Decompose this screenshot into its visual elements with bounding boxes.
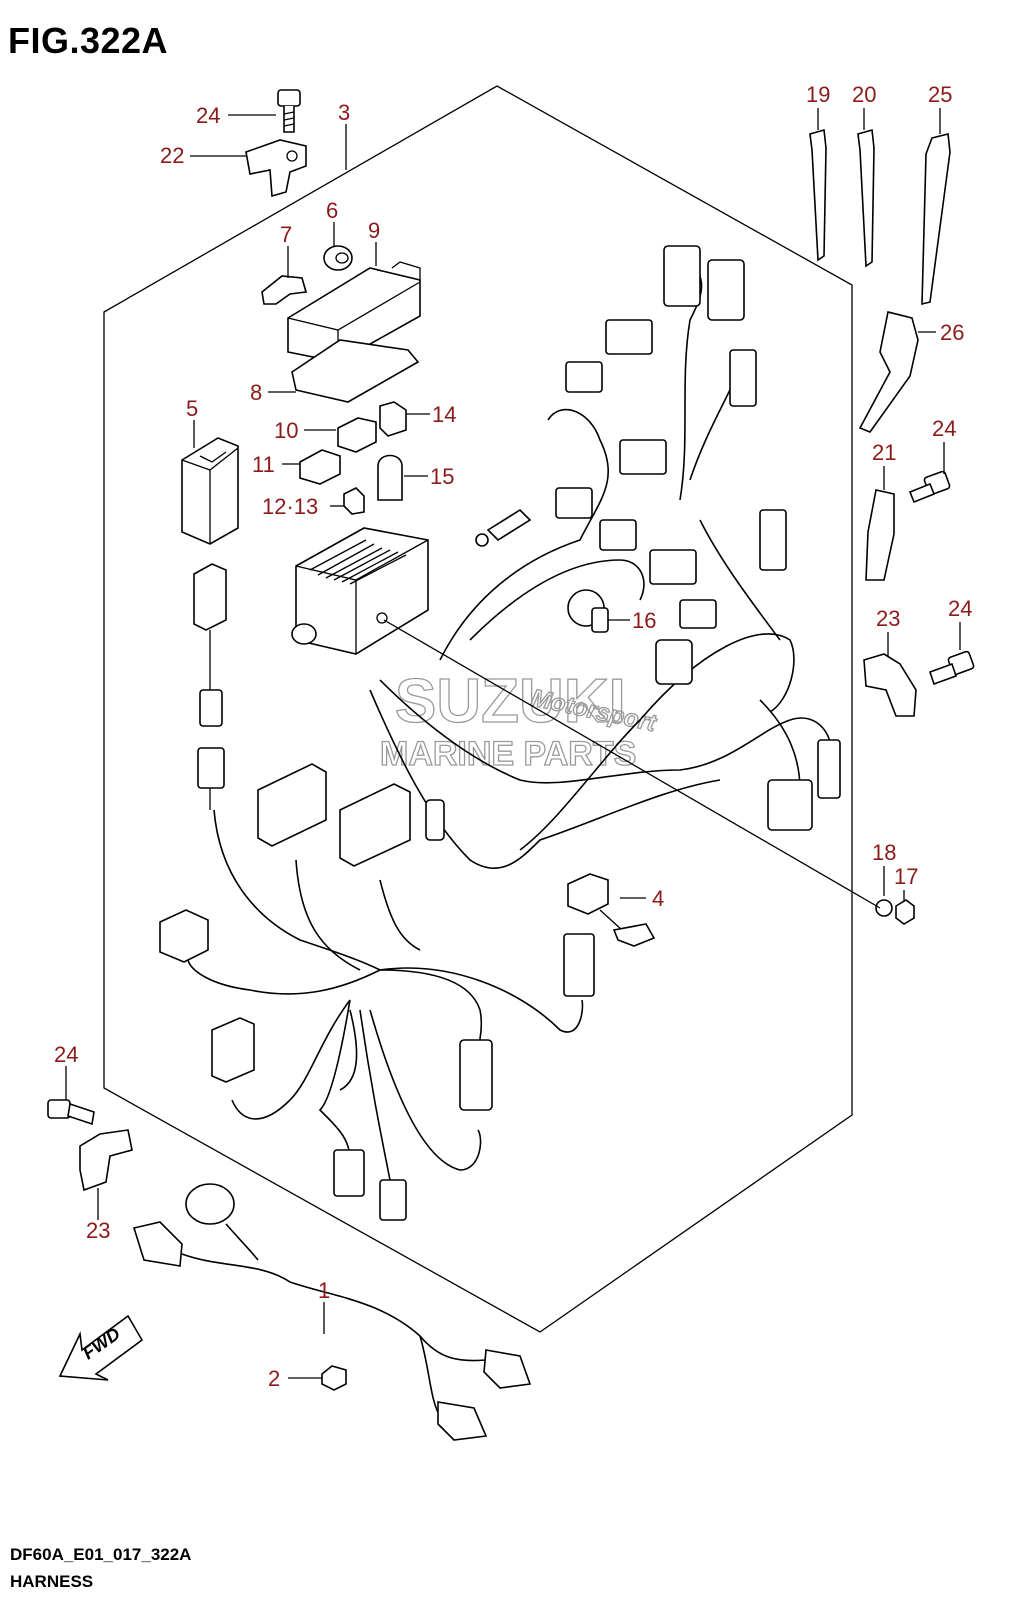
bracket-22 [865,489,895,581]
callout-16: 16 [632,608,656,633]
callout-19: 19 [806,82,830,107]
callout-4: 4 [652,886,664,911]
callout-20: 20 [852,82,876,107]
callout-24-r2: 24 [948,596,972,621]
callout-labels: 3 24 22 6 7 9 8 5 10 11 12·13 14 15 16 4… [54,82,972,1391]
relay-holder-5 [181,437,239,545]
callout-24-r1: 24 [932,416,956,441]
callout-5: 5 [186,396,198,421]
bolt-24-right-upper [908,470,951,504]
watermark: SUZUKI MARINE PARTS Motorsport [379,666,660,773]
figure-title: FIG.322A [8,20,169,61]
nut-2 [321,1365,347,1391]
callout-24-left: 24 [54,1042,78,1067]
callout-10: 10 [274,418,298,443]
callout-23-left: 23 [86,1218,110,1243]
callout-8: 8 [250,380,262,405]
main-fuse-box [291,527,429,655]
callout-17: 17 [894,864,918,889]
callout-14: 14 [432,402,456,427]
grommet-6 [323,245,353,271]
washer-18 [875,899,893,917]
relay-10 [337,417,377,453]
figure-code: DF60A_E01_017_322A [10,1545,192,1564]
sub-harness-1 [132,1183,532,1441]
callout-9: 9 [368,218,380,243]
bracket-23-right [863,653,917,717]
relay-11 [299,449,341,485]
bolt-24-right-lower [928,650,975,686]
ground-cable-4 [567,873,656,947]
callout-1: 1 [318,1278,330,1303]
svg-text:MARINE PARTS: MARINE PARTS [380,735,636,773]
cable-tie-25 [921,133,951,306]
cable-tie-20 [857,128,875,268]
callout-11: 11 [252,452,275,477]
callout-18: 18 [872,840,896,865]
figure-name: HARNESS [10,1572,94,1591]
bracket-26 [858,311,919,433]
leader-lines [65,108,961,1379]
fwd-arrow-icon: FWD [58,1314,144,1381]
callout-6: 6 [326,198,338,223]
callout-15: 15 [430,464,454,489]
bolt-24-left [47,1099,95,1126]
assembly-frame [103,85,853,1333]
callout-3: 3 [338,100,350,125]
svg-text:SUZUKI: SUZUKI [395,667,626,736]
callout-25: 25 [928,82,952,107]
callout-2: 2 [268,1366,280,1391]
clip-7 [261,275,308,305]
temp-sensor [475,508,532,547]
bolt-24-top [277,89,301,133]
bracket-21 [245,139,307,198]
callout-21: 22 [160,143,184,168]
callout-22: 21 [872,440,896,465]
bracket-23-left [79,1129,133,1192]
harness-wires [187,261,832,1181]
seal-8 [291,339,420,403]
callout-24-top: 24 [196,103,220,128]
cable-tie-19 [809,128,827,262]
nut-17 [895,899,915,925]
fuse-cover-9 [287,261,421,363]
sensor-16 [567,589,609,633]
cap-15 [377,454,403,501]
callout-26: 26 [940,320,964,345]
callout-12-13: 12·13 [262,494,318,519]
connector-left-upper [193,563,227,810]
callout-7: 7 [280,222,292,247]
fuse-14 [379,401,407,437]
fuse-12-13 [343,487,365,515]
callout-23-right: 23 [876,606,900,631]
connectors-lower [159,245,841,1221]
